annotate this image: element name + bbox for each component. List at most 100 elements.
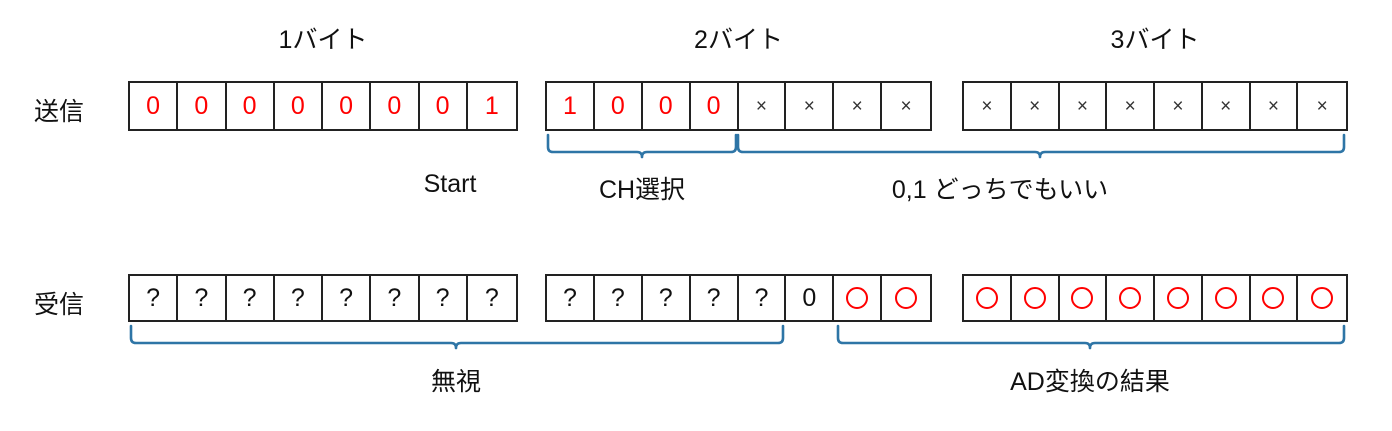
transmit-bit-dontcare: ×: [1250, 83, 1299, 129]
cross-icon: ×: [1076, 95, 1088, 117]
cross-icon: ×: [803, 95, 815, 117]
bracket-ch-select: [545, 133, 739, 161]
receive-bit-unknown: ?: [323, 276, 372, 320]
receive-bit-data: [1250, 276, 1299, 320]
annotation-dont-care: 0,1 どっちでもいい: [891, 176, 1109, 204]
transmit-bit: 0: [642, 83, 691, 129]
receive-bit-data: [964, 276, 1012, 320]
bracket-ad-result: [835, 324, 1350, 352]
circle-icon: [846, 287, 869, 309]
transmit-bit: 0: [419, 83, 468, 129]
circle-icon: [895, 287, 918, 309]
transmit-bit: 0: [130, 83, 179, 129]
circle-icon: [1071, 287, 1094, 309]
receive-bit-unknown: ?: [226, 276, 275, 320]
question-mark-icon: ?: [194, 283, 209, 312]
cross-icon: ×: [1316, 95, 1328, 117]
circle-icon: [1166, 287, 1189, 309]
receive-bit-data: [1155, 276, 1203, 320]
question-mark-icon: ?: [242, 283, 257, 312]
question-mark-icon: ?: [290, 283, 305, 312]
cross-icon: ×: [1124, 95, 1136, 117]
byte-header-1: 1バイト: [278, 26, 368, 54]
receive-bit-unknown: ?: [547, 276, 595, 320]
bracket-ignore: [128, 324, 789, 352]
transmit-bit-dontcare: ×: [738, 83, 787, 129]
transmit-bit: 0: [226, 83, 275, 129]
question-mark-icon: ?: [562, 283, 577, 312]
question-mark-icon: ?: [658, 283, 673, 312]
transmit-bit: 1: [547, 83, 595, 129]
cross-icon: ×: [900, 95, 912, 117]
circle-icon: [1311, 287, 1334, 309]
question-mark-icon: ?: [146, 283, 161, 312]
transmit-bit-dontcare: ×: [1011, 83, 1060, 129]
circle-icon: [1119, 287, 1142, 309]
question-mark-icon: ?: [339, 283, 354, 312]
transmit-byte-3: × × × × × × × ×: [962, 81, 1348, 131]
circle-icon: [1023, 287, 1046, 309]
receive-bit-unknown: ?: [467, 276, 516, 320]
transmit-bit: 0: [690, 83, 739, 129]
transmit-bit: 0: [178, 83, 227, 129]
receive-bit-unknown: ?: [642, 276, 691, 320]
receive-bit-unknown: ?: [130, 276, 179, 320]
receive-bit-unknown: ?: [274, 276, 323, 320]
receive-bit-data: [1298, 276, 1346, 320]
question-mark-icon: ?: [706, 283, 721, 312]
receive-bit-data: [1107, 276, 1155, 320]
transmit-bit-dontcare: ×: [1202, 83, 1251, 129]
transmit-byte-2: 1 0 0 0 × × × ×: [545, 81, 932, 131]
question-mark-icon: ?: [610, 283, 625, 312]
row-label-receive: 受信: [34, 291, 85, 319]
cross-icon: ×: [851, 95, 863, 117]
cross-icon: ×: [1172, 95, 1184, 117]
receive-bit-unknown: ?: [371, 276, 420, 320]
cross-icon: ×: [1267, 95, 1279, 117]
transmit-bit-dontcare: ×: [964, 83, 1012, 129]
cross-icon: ×: [755, 95, 767, 117]
transmit-bit: 0: [594, 83, 643, 129]
receive-bit-unknown: ?: [419, 276, 468, 320]
annotation-ignore: 無視: [430, 368, 481, 396]
circle-icon: [1214, 287, 1237, 309]
receive-byte-3: [962, 274, 1348, 322]
receive-bit-data: [834, 276, 883, 320]
receive-byte-2: ? ? ? ? ? 0: [545, 274, 932, 322]
receive-bit-unknown: ?: [594, 276, 643, 320]
transmit-byte-1: 0 0 0 0 0 0 0 1: [128, 81, 518, 131]
question-mark-icon: ?: [484, 283, 499, 312]
annotation-start: Start: [423, 170, 477, 198]
transmit-bit-dontcare: ×: [786, 83, 835, 129]
transmit-bit-start: 1: [467, 83, 516, 129]
transmit-bit-dontcare: ×: [1298, 83, 1346, 129]
transmit-bit-dontcare: ×: [882, 83, 930, 129]
cross-icon: ×: [1220, 95, 1232, 117]
transmit-bit-dontcare: ×: [1059, 83, 1108, 129]
transmit-bit-dontcare: ×: [1107, 83, 1155, 129]
receive-bit-unknown: ?: [690, 276, 739, 320]
receive-bit-data: [1202, 276, 1251, 320]
transmit-bit: 0: [371, 83, 420, 129]
transmit-bit: 0: [274, 83, 323, 129]
annotation-ch-select: CH選択: [598, 176, 686, 204]
bracket-dont-care: [735, 133, 1350, 161]
receive-bit-data: [1059, 276, 1108, 320]
circle-icon: [975, 287, 998, 309]
receive-byte-1: ? ? ? ? ? ? ? ?: [128, 274, 518, 322]
receive-bit-data: [1011, 276, 1060, 320]
cross-icon: ×: [1029, 95, 1041, 117]
question-mark-icon: ?: [754, 283, 769, 312]
cross-icon: ×: [981, 95, 993, 117]
question-mark-icon: ?: [435, 283, 450, 312]
receive-bit-unknown: ?: [178, 276, 227, 320]
question-mark-icon: ?: [387, 283, 402, 312]
circle-icon: [1262, 287, 1285, 309]
transmit-bit-dontcare: ×: [834, 83, 883, 129]
transmit-bit-dontcare: ×: [1155, 83, 1203, 129]
row-label-transmit: 送信: [34, 98, 85, 126]
receive-bit-data: [882, 276, 930, 320]
byte-header-2: 2バイト: [694, 26, 783, 54]
annotation-ad-result: AD変換の結果: [1010, 368, 1170, 396]
receive-bit-unknown: ?: [738, 276, 787, 320]
